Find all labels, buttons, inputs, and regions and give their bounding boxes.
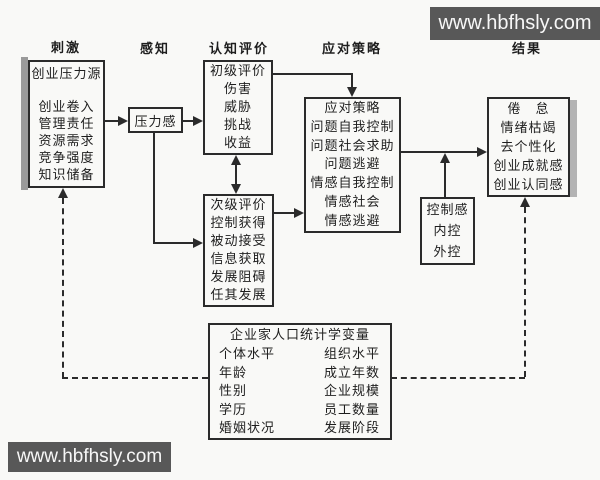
secondary-appraisal-box: 次级评价 控制获得 被动接受 信息获取 发展阻碍 任其发展: [203, 194, 274, 307]
watermark-top-text: www.hbfhsly.com: [438, 12, 592, 34]
arrowhead-down-icon: [231, 184, 241, 194]
outcome-item: 创业成就感: [493, 158, 564, 173]
connector-secondary-to-coping: [274, 212, 295, 214]
secondary-appraisal-item: 信息获取: [210, 251, 267, 266]
stage-label-cognitive-appraisal: 认知评价: [208, 41, 269, 56]
individual-level-header: 个体水平: [219, 346, 276, 361]
stage-label-coping-strategy: 应对策略: [321, 41, 382, 56]
primary-appraisal-item: 收益: [223, 135, 252, 150]
control-item: 内控: [433, 223, 462, 238]
connector-primary-to-coping-h: [273, 73, 353, 75]
individual-item: 学历: [219, 401, 248, 417]
arrowhead-right-icon: [193, 116, 203, 126]
connector-primary-secondary: [235, 163, 237, 186]
stressor-item: 创业卷入: [38, 99, 95, 114]
secondary-appraisal-title: 次级评价: [210, 197, 267, 212]
dashed-feedback-right-v: [524, 207, 526, 377]
outcome-title: 倦 怠: [507, 101, 550, 116]
arrowhead-right-icon: [294, 208, 304, 218]
dashed-feedback-left-v: [62, 198, 64, 378]
arrowhead-down-icon: [347, 87, 357, 97]
organizational-item: 发展阶段: [324, 420, 381, 435]
arrowhead-up-icon: [231, 155, 241, 165]
coping-item: 问题社会求助: [310, 137, 395, 153]
outcome-box: 倦 怠 情绪枯竭 去个性化 创业成就感 创业认同感: [487, 97, 570, 197]
outcome-box-shadow: [570, 100, 577, 197]
secondary-appraisal-item: 发展阻碍: [210, 269, 267, 284]
connector-pressure-to-secondary-h: [153, 242, 194, 244]
control-item: 外控: [433, 244, 462, 259]
arrowhead-up-icon: [440, 153, 450, 163]
secondary-appraisal-item: 被动接受: [210, 233, 267, 248]
organizational-level-header: 组织水平: [324, 346, 381, 361]
primary-appraisal-item: 伤害: [223, 81, 252, 96]
secondary-appraisal-item: 任其发展: [210, 287, 267, 302]
stressors-box: 创业压力源 创业卷入 管理责任 资源需求 竞争强度 知识储备: [28, 60, 105, 188]
watermark-bottom-text: www.hbfhsly.com: [16, 446, 163, 467]
control-title: 控制感: [426, 202, 469, 217]
outcome-item: 情绪枯竭: [500, 120, 557, 135]
stressor-item: 资源需求: [38, 133, 95, 148]
watermark-top: www.hbfhsly.com: [430, 7, 600, 40]
coping-box: 应对策略 问题自我控制 问题社会求助 问题逃避 情感自我控制 情感社会 情感逃避: [304, 97, 401, 233]
primary-appraisal-item: 挑战: [223, 117, 252, 132]
stressors-title: 创业压力源: [31, 66, 102, 81]
arrowhead-right-icon: [193, 238, 203, 248]
individual-item: 性别: [219, 383, 248, 398]
arrowhead-right-icon: [118, 116, 128, 126]
stage-label-outcome: 结果: [511, 41, 542, 56]
outcome-item: 创业认同感: [493, 177, 564, 192]
pressure-label: 压力感: [134, 113, 177, 129]
stressor-item: 竞争强度: [38, 150, 95, 165]
stage-label-stimulus: 刺激: [50, 40, 81, 55]
primary-appraisal-item: 威胁: [223, 99, 252, 114]
stressors-box-shadow: [21, 57, 28, 190]
organizational-item: 企业规模: [324, 383, 381, 398]
pressure-box: 压力感: [128, 107, 183, 133]
stage-label-perception: 感知: [139, 41, 170, 56]
connector-primary-to-coping-v: [351, 73, 353, 88]
connector-pressure-to-primary: [183, 120, 194, 122]
coping-item: 情感社会: [324, 193, 381, 209]
individual-level-column: 个体水平 年龄 性别 学历 婚姻状况: [210, 345, 324, 438]
coping-item: 问题自我控制: [310, 118, 395, 134]
spacer: [30, 84, 103, 98]
primary-appraisal-title: 初级评价: [209, 63, 266, 78]
organizational-item: 员工数量: [324, 401, 381, 417]
connector-control-moderator: [444, 162, 446, 197]
coping-item: 问题逃避: [324, 156, 381, 172]
dashed-feedback-right-h: [391, 377, 525, 379]
connector-stressors-to-pressure: [105, 120, 119, 122]
coping-title: 应对策略: [324, 100, 381, 115]
demographics-title: 企业家人口统计学变量: [229, 327, 370, 342]
demographics-columns: 个体水平 年龄 性别 学历 婚姻状况 组织水平 成立年数 企业规模 员工数量 发…: [210, 345, 390, 438]
connector-pressure-to-secondary-v: [153, 133, 155, 244]
primary-appraisal-box: 初级评价 伤害 威胁 挑战 收益: [203, 60, 273, 155]
dashed-feedback-left-h: [62, 377, 208, 379]
stressor-item: 知识储备: [38, 167, 95, 182]
demographics-box: 企业家人口统计学变量 个体水平 年龄 性别 学历 婚姻状况 组织水平 成立年数 …: [208, 323, 392, 440]
organizational-level-column: 组织水平 成立年数 企业规模 员工数量 发展阶段: [324, 345, 380, 438]
stressor-item: 管理责任: [38, 116, 95, 131]
individual-item: 年龄: [219, 364, 248, 380]
arrowhead-up-icon: [520, 197, 530, 207]
organizational-item: 成立年数: [324, 364, 381, 380]
coping-item: 情感自我控制: [310, 175, 395, 191]
arrowhead-right-icon: [477, 147, 487, 157]
secondary-appraisal-item: 控制获得: [210, 215, 267, 230]
coping-item: 情感逃避: [324, 212, 381, 228]
outcome-item: 去个性化: [500, 139, 557, 154]
arrowhead-up-icon: [58, 188, 68, 198]
individual-item: 婚姻状况: [219, 420, 276, 435]
control-box: 控制感 内控 外控: [420, 197, 475, 265]
watermark-bottom: www.hbfhsly.com: [8, 442, 171, 472]
connector-coping-to-outcome: [401, 151, 478, 153]
